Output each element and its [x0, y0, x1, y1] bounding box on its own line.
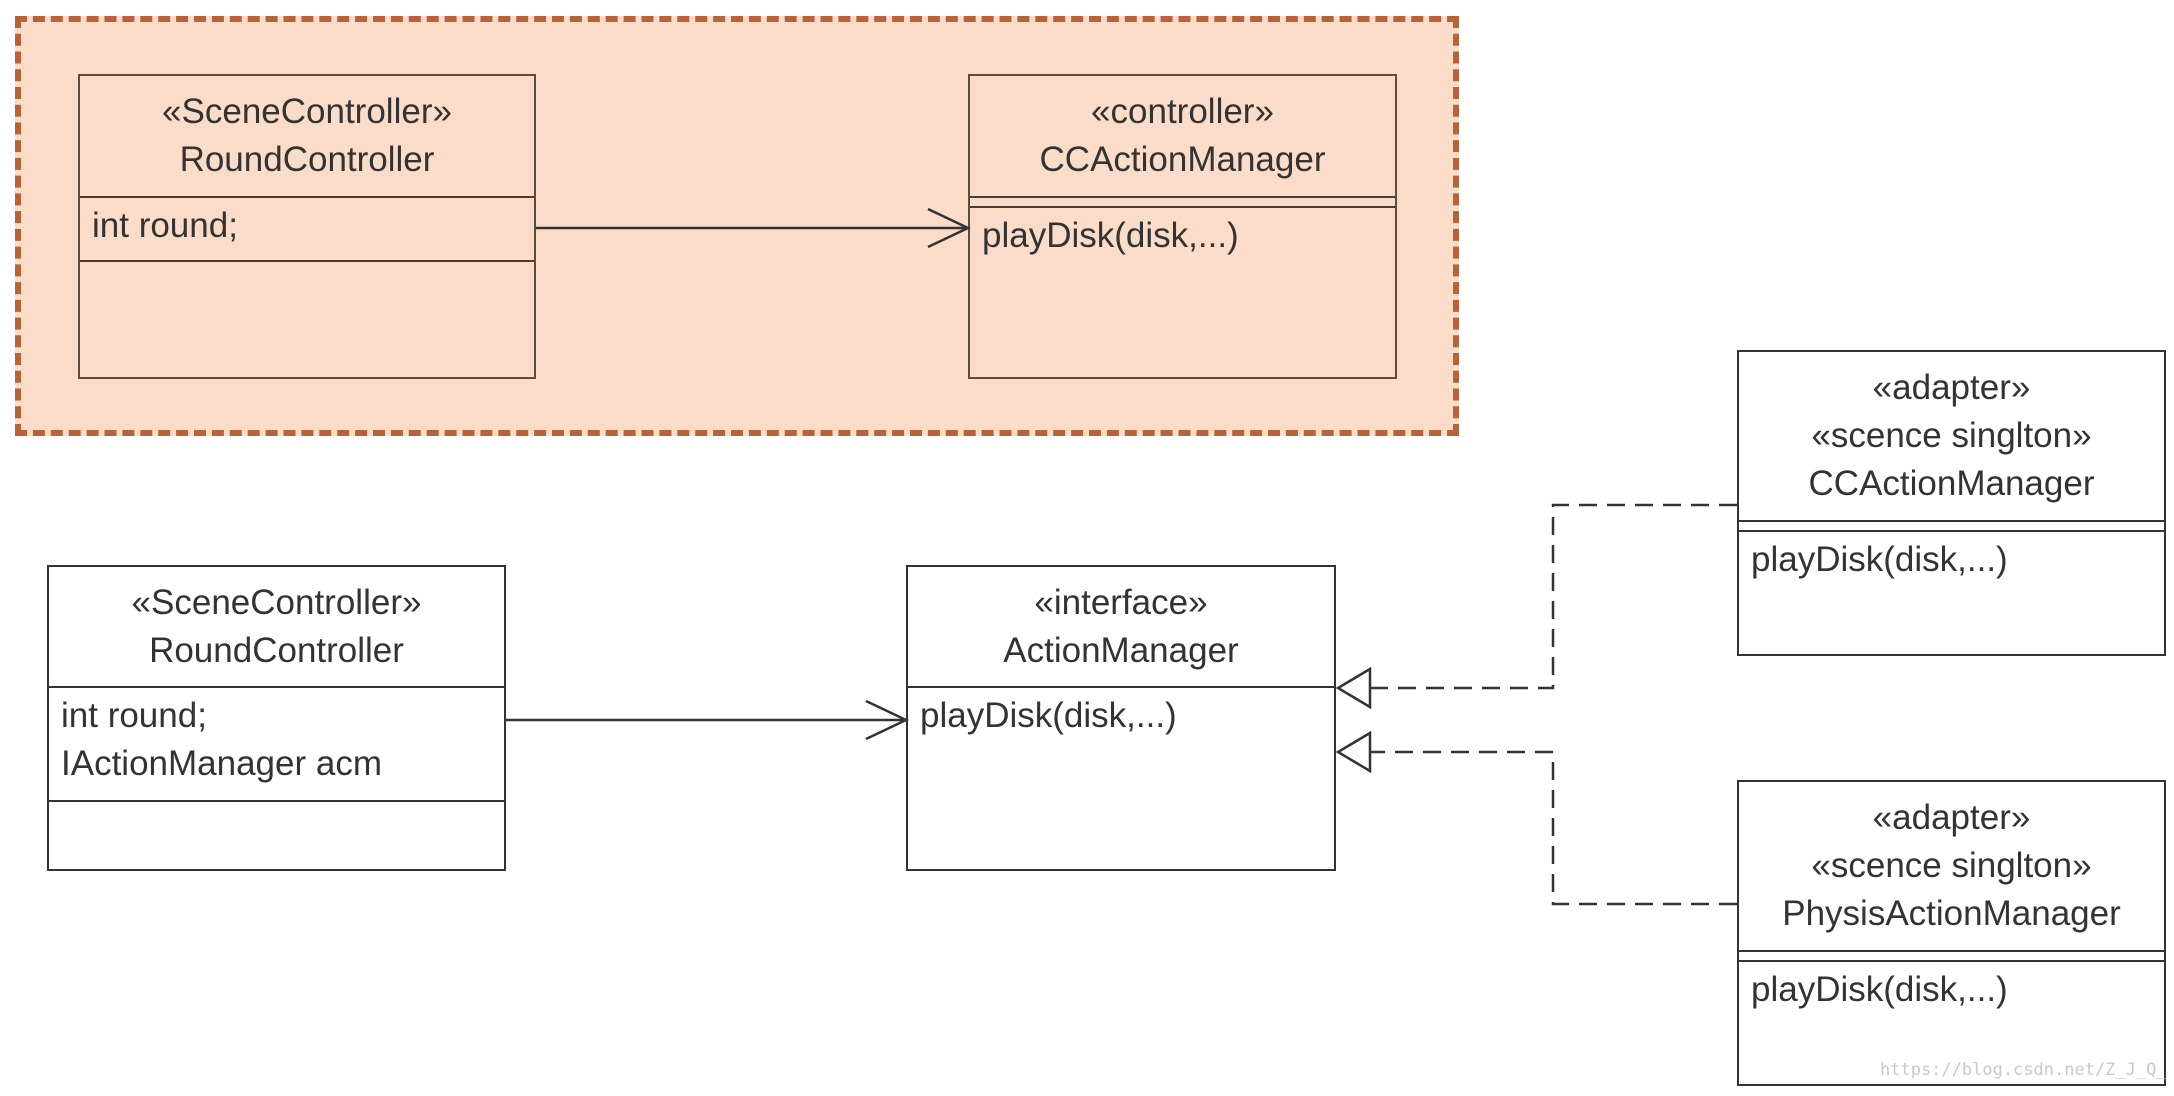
stereotype-label: «SceneController»	[162, 92, 452, 131]
attribute-label: int round;	[61, 696, 207, 735]
empty-attributes-compartment	[970, 198, 1395, 208]
class-header: «interface» ActionManager	[908, 567, 1334, 688]
stereotype-label: «SceneController»	[131, 582, 422, 622]
stereotype-label: «scence singlton»	[1811, 416, 2092, 455]
attribute-label: IActionManager acm	[61, 744, 382, 783]
class-cc-action-manager: «adapter» «scence singlton» CCActionMana…	[1737, 350, 2166, 656]
class-header: «SceneController» RoundController	[49, 567, 504, 688]
class-name: RoundController	[149, 630, 404, 670]
class-header: «adapter» «scence singlton» PhysisAction…	[1739, 782, 2164, 952]
operations-compartment: playDisk(disk,...)	[908, 688, 1334, 869]
class-action-manager: «interface» ActionManager playDisk(disk,…	[906, 565, 1336, 871]
association-arrow	[506, 699, 909, 741]
class-round-controller: «SceneController» RoundController int ro…	[47, 565, 506, 871]
operations-compartment: playDisk(disk,...)	[1739, 532, 2164, 654]
class-name: ActionManager	[1003, 630, 1239, 670]
realization-arrow-cc	[1335, 503, 1737, 710]
empty-attributes-compartment	[1739, 522, 2164, 532]
class-header: «adapter» «scence singlton» CCActionMana…	[1739, 352, 2164, 522]
stereotype-label: «adapter»	[1872, 798, 2031, 837]
stereotype-label: «interface»	[1034, 582, 1208, 622]
association-arrow-top	[536, 207, 971, 249]
operation-label: playDisk(disk,...)	[920, 696, 1177, 735]
operations-compartment: playDisk(disk,...)	[970, 208, 1395, 377]
class-top-round-controller: «SceneController» RoundController int ro…	[78, 74, 536, 379]
class-name: RoundController	[179, 140, 435, 179]
stereotype-label: «scence singlton»	[1811, 846, 2092, 885]
operation-label: playDisk(disk,...)	[982, 216, 1239, 255]
realization-arrow-physis	[1335, 730, 1737, 906]
attributes-compartment: int round; IActionManager acm	[49, 688, 504, 802]
operation-label: playDisk(disk,...)	[1751, 540, 2008, 579]
class-header: «SceneController» RoundController	[80, 76, 534, 198]
class-physis-action-manager: «adapter» «scence singlton» PhysisAction…	[1737, 780, 2166, 1086]
operations-compartment: playDisk(disk,...)	[1739, 962, 2164, 1084]
class-name: CCActionManager	[1039, 140, 1326, 179]
stereotype-label: «adapter»	[1872, 368, 2031, 407]
class-name: PhysisActionManager	[1782, 894, 2121, 933]
class-name: CCActionManager	[1808, 464, 2095, 503]
stereotype-label: «controller»	[1091, 92, 1274, 131]
operation-label: playDisk(disk,...)	[1751, 970, 2008, 1009]
class-top-cc-action-manager: «controller» CCActionManager playDisk(di…	[968, 74, 1397, 379]
class-header: «controller» CCActionManager	[970, 76, 1395, 198]
empty-attributes-compartment	[1739, 952, 2164, 962]
attributes-compartment: int round;	[80, 198, 534, 262]
watermark: https://blog.csdn.net/Z_J_Q_	[1880, 1060, 2167, 1080]
attribute-label: int round;	[92, 206, 238, 245]
